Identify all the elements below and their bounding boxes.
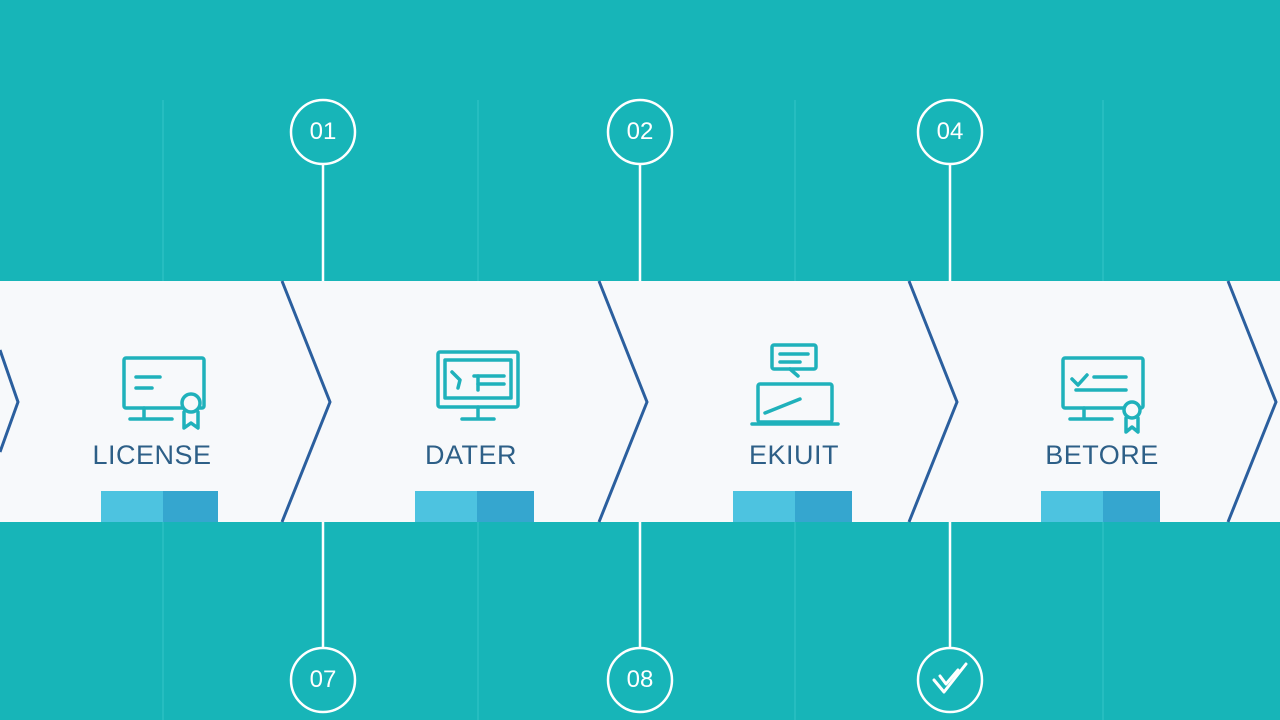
step-tab-light — [101, 491, 163, 522]
document-laptop-icon — [750, 343, 840, 426]
monitor-check-certificate-icon — [1061, 356, 1145, 434]
chevron-separator — [597, 280, 649, 523]
step-tab-light — [733, 491, 795, 522]
step-badge-circle — [916, 646, 984, 714]
step-badge-circle — [606, 646, 674, 714]
chevron-separator — [0, 349, 20, 453]
step-badge-circle — [289, 646, 357, 714]
chevron-separator — [1226, 280, 1278, 523]
step-number: 04 — [936, 118, 964, 145]
check-icon — [932, 662, 968, 694]
step-badge-circle — [916, 98, 984, 166]
step-tab-dark — [163, 491, 218, 522]
step-badge-circle — [606, 98, 674, 166]
process-band — [0, 281, 1280, 522]
step-label: EKIUIT — [748, 440, 839, 470]
chevron-separator — [907, 280, 959, 523]
step-number: 08 — [626, 666, 654, 693]
step-tab-light — [1041, 491, 1103, 522]
step-label: LICENSE — [92, 440, 212, 470]
step-number: 02 — [626, 118, 654, 145]
step-number: 07 — [309, 666, 337, 693]
step-badge-circle — [289, 98, 357, 166]
monitor-certificate-icon — [122, 356, 206, 430]
step-tab-dark — [477, 491, 534, 522]
step-label: BETORE — [1045, 440, 1159, 470]
monitor-chart-icon — [436, 350, 520, 421]
step-tab-dark — [795, 491, 852, 522]
step-tab-dark — [1103, 491, 1160, 522]
step-label: DATER — [424, 440, 517, 470]
chevron-separator — [280, 280, 332, 523]
step-tab-light — [415, 491, 477, 522]
step-number: 01 — [309, 118, 337, 145]
